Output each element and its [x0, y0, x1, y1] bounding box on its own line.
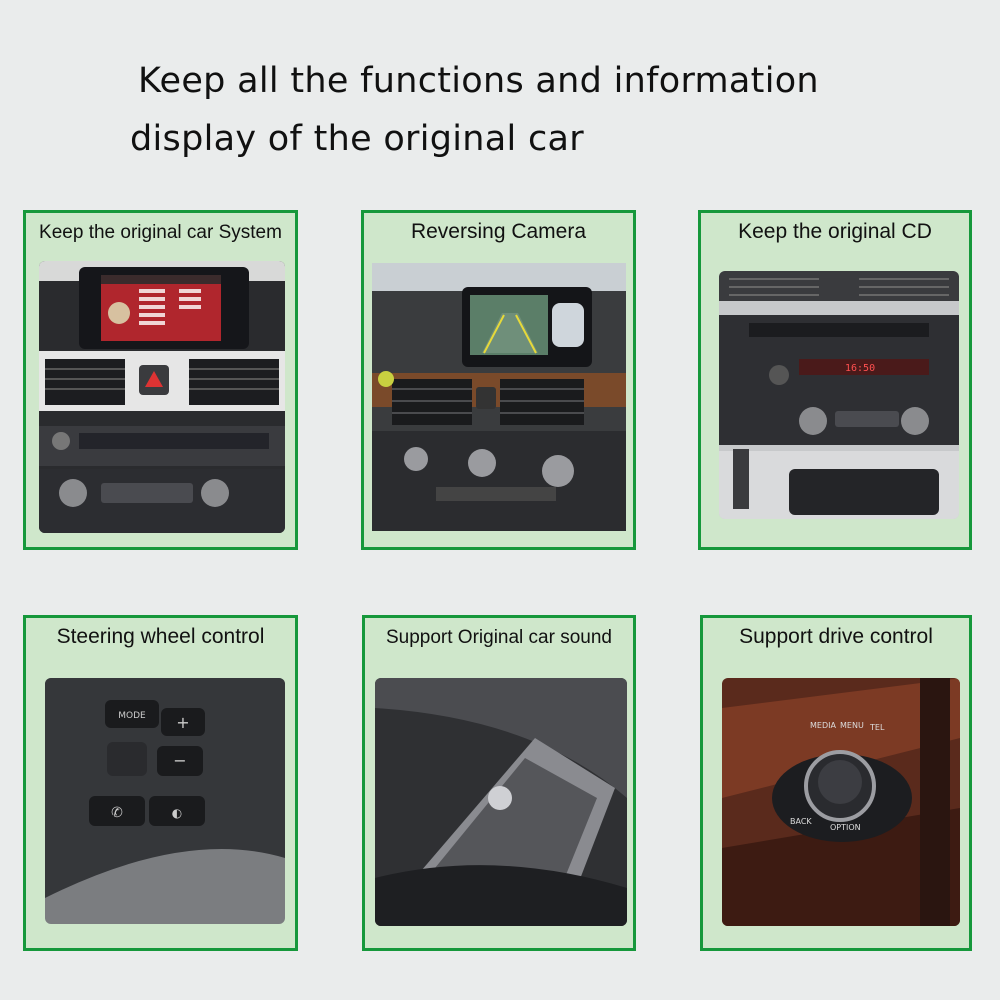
- svg-text:◐: ◐: [172, 806, 182, 820]
- svg-text:✆: ✆: [111, 805, 123, 821]
- feature-card-title: Support drive control: [739, 625, 933, 648]
- svg-text:−: −: [173, 751, 186, 770]
- feature-card-steering-wheel: Steering wheel control MODE + − ✆ ◐: [23, 615, 298, 951]
- feature-card-reversing-camera: Reversing Camera: [361, 210, 636, 550]
- headline-line-1: Keep all the functions and information: [138, 61, 819, 101]
- feature-card-original-cd: Keep the original CD 16:50: [698, 210, 972, 550]
- feature-card-title: Keep the original car System: [39, 222, 282, 243]
- steering-wheel-buttons-icon: MODE + − ✆ ◐: [45, 678, 285, 924]
- door-speaker-icon: [375, 678, 627, 926]
- svg-text:+: +: [176, 713, 189, 732]
- knob-tel-label: TEL: [869, 723, 885, 732]
- headline: Keep all the functions and information d…: [130, 52, 950, 168]
- knob-back-label: BACK: [790, 817, 812, 826]
- feature-card-original-sound: Support Original car sound: [362, 615, 636, 951]
- cd-player-icon: 16:50: [719, 271, 959, 519]
- knob-option-label: OPTION: [830, 823, 861, 832]
- feature-card-title: Reversing Camera: [410, 220, 587, 243]
- headline-line-2: display of the original car: [130, 119, 584, 159]
- feature-card-title: Steering wheel control: [56, 625, 265, 648]
- feature-card-title: Support Original car sound: [385, 627, 612, 648]
- idrive-knob-icon: MEDIA MENU TEL BACK OPTION: [722, 678, 960, 926]
- knob-menu-label: MENU: [840, 721, 864, 730]
- feature-card-title: Keep the original CD: [738, 220, 932, 243]
- feature-card-original-system: Keep the original car System: [23, 210, 298, 550]
- reversing-camera-screen-icon: [372, 263, 626, 531]
- knob-media-label: MEDIA: [810, 721, 836, 730]
- steering-mode-label: MODE: [118, 711, 146, 721]
- cd-time-display: 16:50: [845, 363, 875, 374]
- car-navigation-screen-icon: [39, 261, 285, 533]
- feature-card-drive-control: Support drive control MEDIA MENU TEL BAC…: [700, 615, 972, 951]
